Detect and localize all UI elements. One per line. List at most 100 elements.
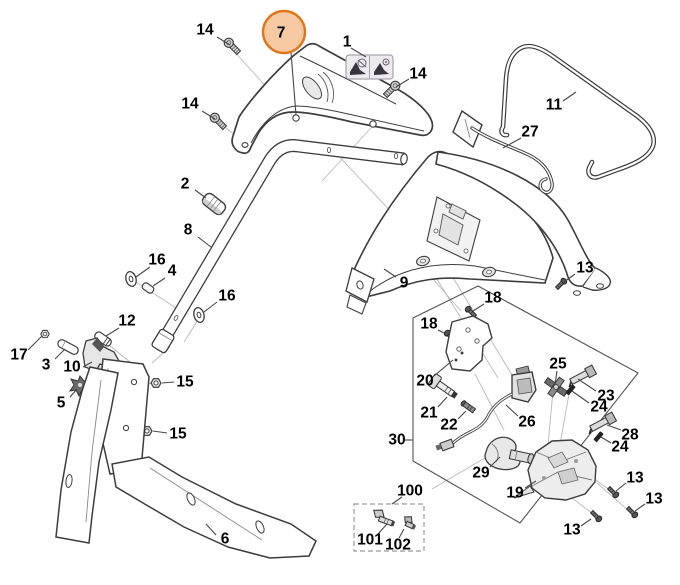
part-22-screw bbox=[460, 400, 477, 414]
callout-leader-16 bbox=[135, 266, 151, 278]
callout-25[interactable]: 25 bbox=[549, 356, 567, 373]
callout-9[interactable]: 9 bbox=[400, 275, 409, 292]
console-screw-hole bbox=[241, 142, 249, 148]
tube-hole bbox=[173, 315, 179, 321]
screw-14 bbox=[221, 35, 243, 57]
callout-15[interactable]: 15 bbox=[176, 374, 194, 391]
part-8-handlebar-tube bbox=[151, 139, 408, 354]
callout-leader-19 bbox=[524, 480, 537, 489]
group-box-30 bbox=[412, 285, 639, 524]
callout-leader-14 bbox=[201, 110, 216, 120]
callout-18[interactable]: 18 bbox=[420, 316, 438, 333]
callout-13[interactable]: 13 bbox=[645, 491, 663, 508]
callout-28[interactable]: 28 bbox=[621, 427, 639, 444]
callout-6[interactable]: 6 bbox=[221, 531, 230, 548]
callout-102[interactable]: 102 bbox=[385, 537, 411, 554]
callout-leader-13 bbox=[615, 482, 627, 492]
callout-16[interactable]: 16 bbox=[218, 288, 236, 305]
part-6-lower-handle bbox=[55, 358, 317, 559]
callout-16[interactable]: 16 bbox=[148, 252, 166, 269]
callout-leader-29 bbox=[489, 456, 501, 468]
callout-leader-26 bbox=[505, 404, 519, 417]
nut-15 bbox=[150, 378, 162, 388]
callout-leader-8 bbox=[197, 236, 212, 248]
callout-leader-24 bbox=[600, 436, 612, 444]
tube-end-cap bbox=[400, 153, 408, 165]
pictogram-circle-icon bbox=[357, 58, 367, 68]
callout-26[interactable]: 26 bbox=[518, 414, 536, 431]
selected-callout-circle[interactable] bbox=[261, 9, 307, 55]
callout-22[interactable]: 22 bbox=[440, 417, 457, 434]
callout-24[interactable]: 24 bbox=[590, 399, 608, 416]
screw-13 bbox=[589, 509, 604, 524]
callout-leader-100 bbox=[391, 496, 403, 505]
washer-16 bbox=[191, 305, 207, 325]
callout-18[interactable]: 18 bbox=[484, 290, 502, 307]
callout-13[interactable]: 13 bbox=[563, 522, 581, 539]
construction-line bbox=[474, 373, 505, 431]
tube-hole bbox=[393, 152, 399, 160]
callout-5[interactable]: 5 bbox=[57, 395, 66, 412]
part-28-clip bbox=[588, 411, 618, 435]
callout-leader-23 bbox=[577, 378, 597, 392]
tube-hole bbox=[326, 146, 332, 154]
callout-leader-6 bbox=[205, 523, 217, 536]
callout-30[interactable]: 30 bbox=[388, 432, 405, 449]
console-screw-hole bbox=[292, 114, 300, 122]
construction-line bbox=[571, 497, 594, 515]
callout-19[interactable]: 19 bbox=[506, 485, 524, 502]
callout-2[interactable]: 2 bbox=[181, 176, 190, 193]
callout-100[interactable]: 100 bbox=[397, 483, 423, 500]
callout-14[interactable]: 14 bbox=[196, 22, 214, 39]
callout-11[interactable]: 11 bbox=[546, 97, 563, 114]
callout-20[interactable]: 20 bbox=[416, 373, 433, 390]
pin-24 bbox=[565, 384, 576, 396]
callout-1[interactable]: 1 bbox=[343, 34, 352, 51]
callout-leader-1 bbox=[350, 47, 367, 58]
callout-101[interactable]: 101 bbox=[357, 532, 383, 549]
callout-15[interactable]: 15 bbox=[169, 426, 187, 443]
callout-leader-22 bbox=[457, 410, 467, 420]
callout-14[interactable]: 14 bbox=[181, 96, 199, 113]
callout-leader-27 bbox=[502, 137, 522, 149]
part-26-switch-cable bbox=[435, 365, 537, 452]
callout-leader-102 bbox=[398, 528, 405, 539]
callout-27[interactable]: 27 bbox=[521, 124, 538, 141]
callout-17[interactable]: 17 bbox=[10, 347, 27, 364]
callout-24[interactable]: 24 bbox=[611, 439, 629, 456]
pictogram-icon bbox=[374, 63, 389, 75]
callout-leader-24 bbox=[571, 390, 590, 404]
callout-leader-15 bbox=[161, 381, 175, 384]
callout-13[interactable]: 13 bbox=[626, 470, 644, 487]
pin-3 bbox=[57, 339, 79, 355]
callout-23[interactable]: 23 bbox=[597, 388, 615, 405]
part-1-warning-label bbox=[345, 54, 394, 80]
selected-callout-7[interactable]: 7 bbox=[277, 25, 286, 42]
callout-8[interactable]: 8 bbox=[184, 222, 193, 239]
callout-12[interactable]: 12 bbox=[118, 313, 135, 330]
callout-21[interactable]: 21 bbox=[420, 405, 438, 422]
callout-3[interactable]: 3 bbox=[42, 357, 51, 374]
callout-10[interactable]: 10 bbox=[63, 359, 80, 376]
part-27-cable bbox=[452, 109, 554, 195]
part-29-lever-bolt bbox=[484, 436, 535, 471]
pin-24 bbox=[593, 431, 604, 443]
screw-13 bbox=[554, 276, 569, 291]
callout-leader-2 bbox=[194, 189, 207, 199]
callout-14[interactable]: 14 bbox=[409, 66, 427, 83]
callout-4[interactable]: 4 bbox=[168, 263, 177, 280]
pictogram-circle-icon bbox=[382, 58, 390, 66]
callout-leader-11 bbox=[562, 91, 577, 102]
callout-leader-14 bbox=[216, 36, 231, 46]
callout-leader-4 bbox=[152, 277, 166, 287]
callout-29[interactable]: 29 bbox=[472, 465, 490, 482]
construction-line bbox=[183, 319, 199, 343]
callout-leader-18 bbox=[437, 329, 447, 335]
callout-leader-14 bbox=[395, 78, 410, 88]
part-19-switch-housing bbox=[513, 439, 597, 501]
callout-leader-18 bbox=[472, 303, 485, 312]
callout-13[interactable]: 13 bbox=[576, 260, 594, 277]
console-grip bbox=[301, 76, 323, 100]
